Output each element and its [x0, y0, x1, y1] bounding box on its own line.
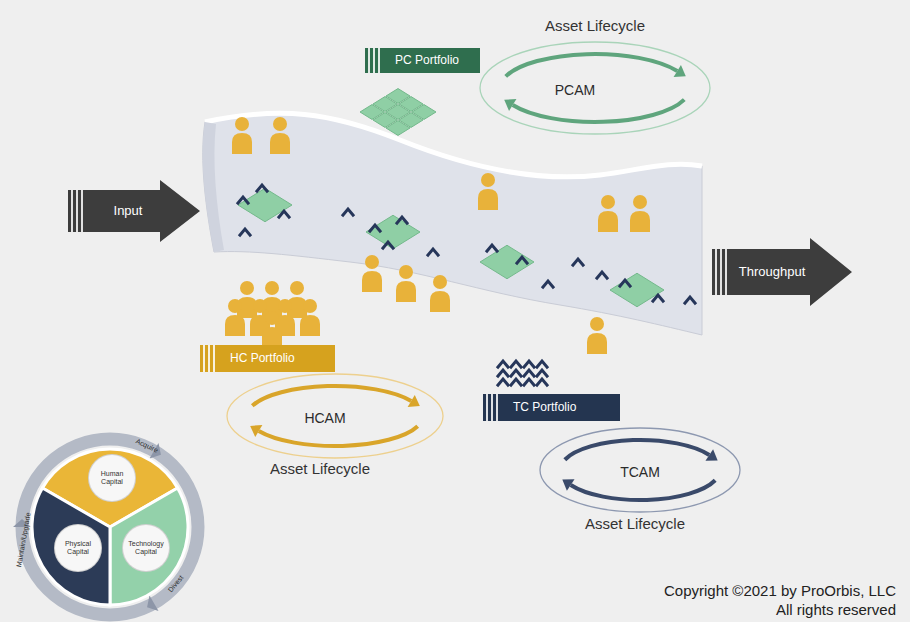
- chevron-icon: [536, 361, 548, 368]
- lifecycle-ring: [22, 439, 198, 615]
- person-icon: [630, 195, 650, 232]
- chevron-icon: [572, 259, 584, 266]
- node-title: Human Capital: [92, 470, 132, 486]
- person-icon: [478, 173, 498, 210]
- chevron-icon: [536, 370, 548, 377]
- chevron-icon: [510, 370, 522, 377]
- node-title: Input: [114, 204, 143, 219]
- node-title: HC Portfolio: [230, 352, 295, 366]
- portfolio-box: TC Portfolio: [483, 394, 620, 421]
- capital-circle: Human Capital: [89, 455, 135, 501]
- person-icon: [598, 195, 618, 232]
- ribbon-rim: [205, 113, 702, 177]
- chevron-icon: [256, 185, 268, 192]
- person-icon: [287, 281, 307, 318]
- output-arrow: Throughput: [712, 238, 852, 306]
- person-icon: [232, 117, 252, 154]
- ring-label: Divest: [167, 574, 185, 594]
- person-icon: [270, 117, 290, 154]
- chevron-icon: [497, 370, 509, 377]
- chevron-icon: [510, 379, 522, 386]
- portfolio-box: PC Portfolio: [365, 48, 480, 73]
- person-icon: [262, 311, 282, 348]
- chevron-icon: [523, 379, 535, 386]
- chevron-icon: [523, 370, 535, 377]
- ribbon-edge: [203, 122, 224, 252]
- node-caption: Asset Lifecycle: [270, 460, 370, 477]
- person-icon: [430, 275, 450, 312]
- node-title: PC Portfolio: [395, 54, 459, 68]
- tile-icon: [366, 215, 420, 248]
- tile-icon: [480, 245, 534, 278]
- chevron-icon: [536, 379, 548, 386]
- chevron-icon: [239, 229, 251, 236]
- chevron-icon: [497, 379, 509, 386]
- capital-circle: Technology Capital: [123, 525, 169, 571]
- lifecycle-cycle: HCAM Asset Lifecycle: [225, 372, 465, 484]
- node-title: Technology Capital: [126, 540, 166, 556]
- chevron-icon: [516, 257, 528, 264]
- node-title: Physical Capital: [58, 540, 98, 556]
- ring-label: Acquire: [135, 438, 160, 455]
- pie-segment: [32, 488, 110, 605]
- chevron-icon: [369, 225, 381, 232]
- node-title: Asset Lifecycle: [545, 17, 645, 34]
- chevron-icon: [619, 280, 631, 287]
- person-icon: [362, 255, 382, 292]
- ring-arrowhead: [147, 595, 158, 611]
- node-title: TC Portfolio: [513, 401, 576, 415]
- ring-label: Maintain/Upgrade: [15, 512, 32, 568]
- chevron-icon: [396, 217, 408, 224]
- node-title: HCAM: [304, 410, 345, 426]
- node-title: Throughput: [739, 265, 806, 280]
- input-arrow: Input: [68, 180, 200, 242]
- person-icon: [300, 299, 320, 336]
- chevron-icon: [486, 245, 498, 252]
- chevron-icon: [427, 249, 439, 256]
- tile-icon: [238, 188, 292, 221]
- chevron-icon: [237, 197, 249, 204]
- chevron-icon: [684, 297, 696, 304]
- chevron-icon: [278, 211, 290, 218]
- person-icon: [225, 299, 245, 336]
- chevron-icon: [497, 361, 509, 368]
- chevron-icon: [382, 242, 394, 249]
- chevron-icon: [542, 281, 554, 288]
- chevron-icon: [523, 361, 535, 368]
- node-caption: Asset Lifecycle: [585, 515, 685, 532]
- person-icon: [396, 265, 416, 302]
- chevron-icon: [342, 209, 354, 216]
- chevron-icon: [596, 272, 608, 279]
- person-icon: [237, 281, 257, 318]
- chevron-icon: [652, 295, 664, 302]
- tile-icon: [610, 273, 664, 306]
- capital-circle: Physical Capital: [55, 525, 101, 571]
- pie-segment: [110, 488, 188, 605]
- node-caption: PCAM: [555, 82, 595, 98]
- portfolio-box: HC Portfolio: [200, 345, 335, 372]
- lifecycle-cycle: Asset LifecyclePCAM: [470, 6, 720, 136]
- process-ribbon: [203, 113, 702, 335]
- person-icon: [587, 317, 607, 354]
- node-title: TCAM: [620, 464, 660, 480]
- copyright-note: All rights reserved: [776, 602, 896, 619]
- copyright-note: Copyright ©2021 by ProOrbis, LLC: [664, 583, 896, 600]
- chevron-icon: [510, 361, 522, 368]
- lifecycle-cycle: TCAM Asset Lifecycle: [540, 424, 760, 540]
- icons: [13, 89, 696, 615]
- tile-icon: [386, 121, 410, 136]
